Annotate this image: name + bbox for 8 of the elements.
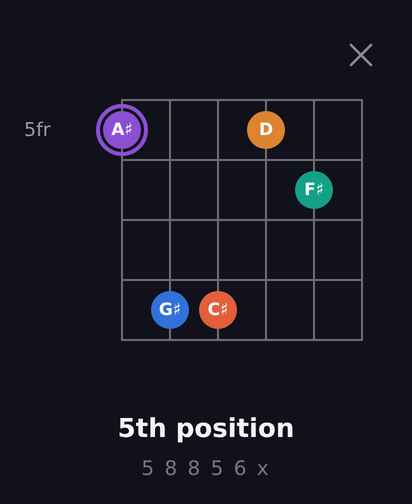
note-marker: G♯ — [151, 291, 189, 329]
note-marker: A♯ — [96, 104, 148, 156]
note-marker: C♯ — [199, 291, 237, 329]
fret-number-label: 5fr — [24, 118, 51, 142]
position-title: 5th position — [118, 413, 294, 446]
fingering-text: 5 8 8 5 6 x — [141, 455, 271, 481]
note-marker: F♯ — [295, 171, 333, 209]
note-marker: D — [247, 111, 285, 149]
